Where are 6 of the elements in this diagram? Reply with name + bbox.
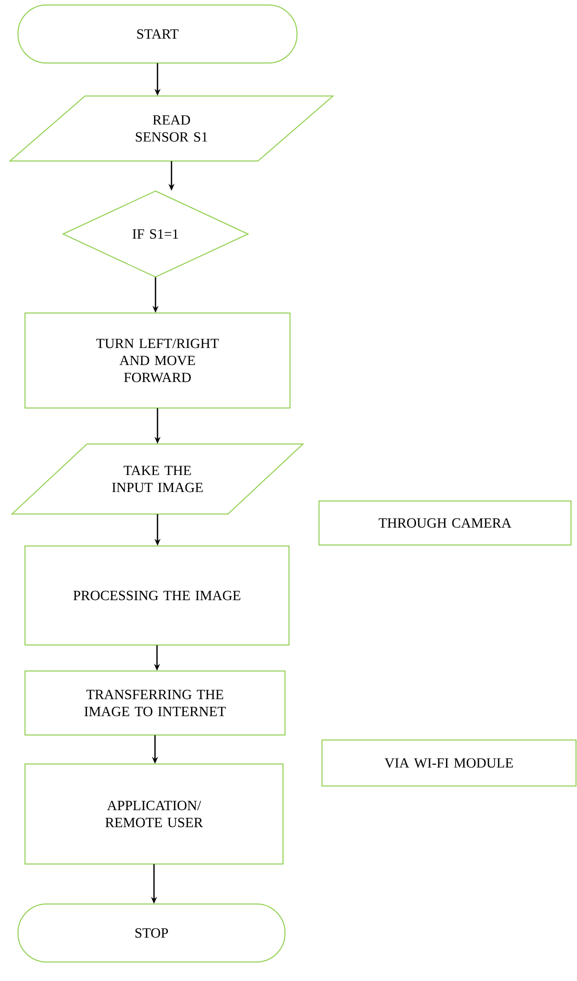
process-box: PROCESSING THE IMAGE [24,546,290,646]
process-box: APPLICATION/ REMOTE USER [24,764,284,864]
process-box: TRANSFERRING THE IMAGE TO INTERNET [24,670,286,736]
process-box: THROUGH CAMERA [318,500,572,546]
process-box: VIA WI-FI MODULE [322,740,576,786]
process-box: TURN LEFT/RIGHT AND MOVE FORWARD [24,312,290,408]
